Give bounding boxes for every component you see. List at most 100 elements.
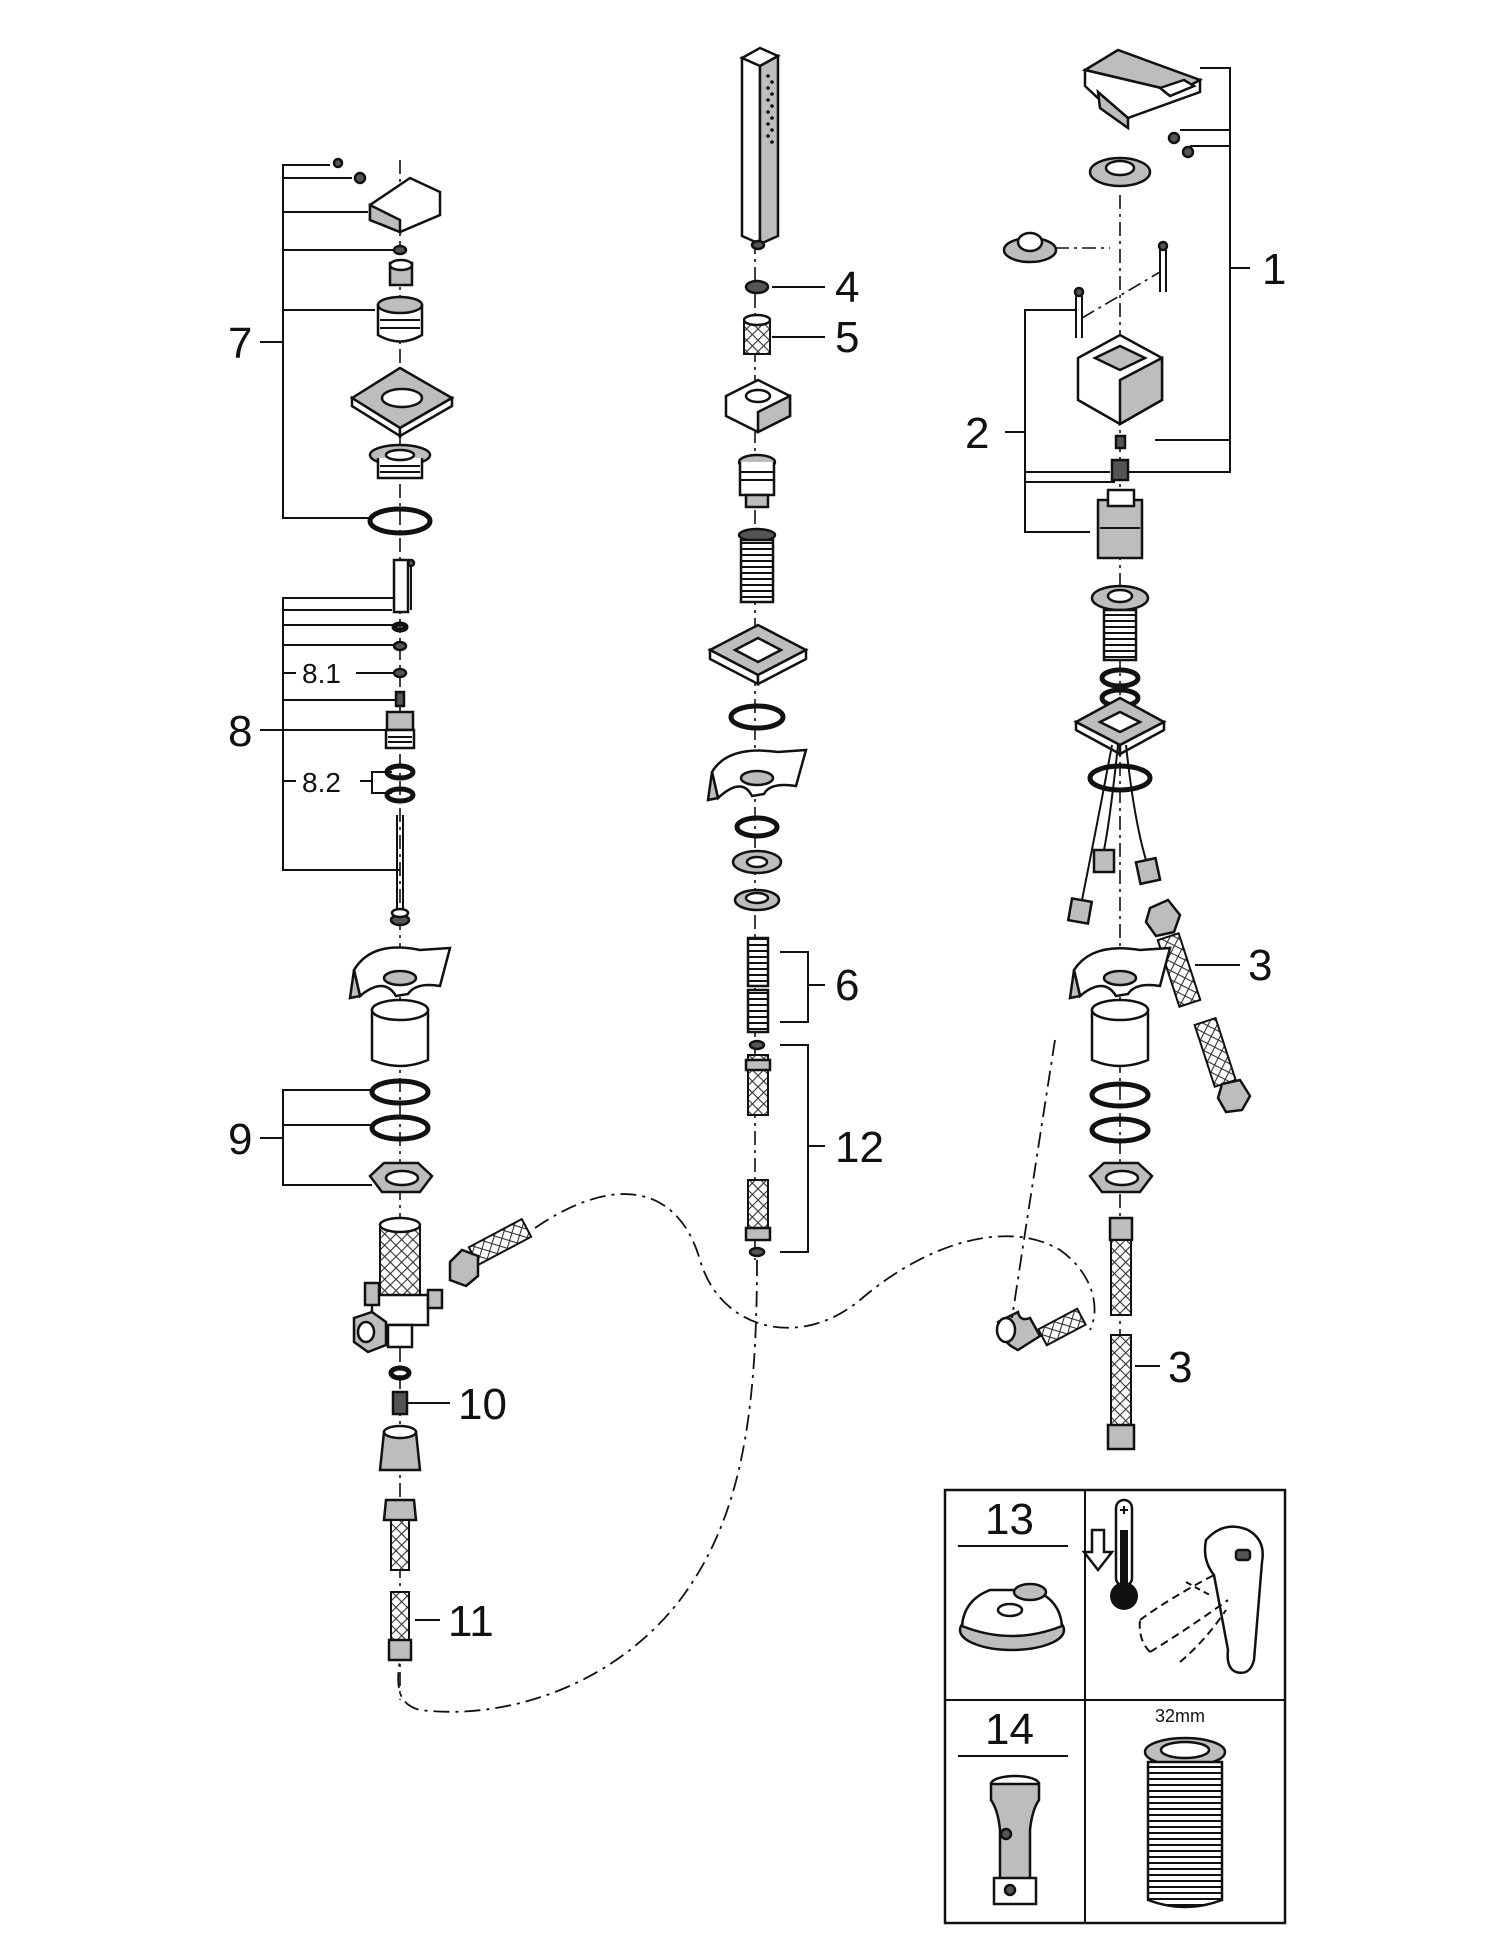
hex-nut bbox=[368, 1161, 434, 1194]
flexible-hose-3a bbox=[1144, 898, 1252, 1114]
small-o-ring bbox=[391, 621, 409, 633]
middle-assembly bbox=[706, 46, 825, 1260]
callout-3b: 3 bbox=[1168, 1343, 1192, 1392]
mixer-cartridge bbox=[1096, 488, 1144, 560]
bracket-12 bbox=[780, 1044, 809, 1253]
shower-filter-5 bbox=[742, 313, 772, 355]
callout-12: 12 bbox=[835, 1123, 884, 1172]
callout-labels: 1 2 3 3 4 5 6 7 8 8.1 8.2 9 10 11 12 bbox=[228, 245, 1286, 1646]
spacer-sleeve bbox=[370, 998, 430, 1068]
square-cap-body bbox=[1076, 333, 1164, 427]
o-ring bbox=[388, 1365, 412, 1381]
flexible-hose-11 bbox=[382, 1498, 440, 1662]
hose-weight-12 bbox=[744, 1039, 772, 1258]
o-ring-large bbox=[728, 703, 786, 731]
callout-4: 4 bbox=[835, 263, 859, 312]
bracket-2 bbox=[1005, 309, 1115, 533]
left-assembly bbox=[260, 157, 533, 1700]
o-ring bbox=[384, 763, 416, 781]
panel-cell-32mm: 32mm bbox=[1143, 1706, 1227, 1909]
threaded-bush bbox=[368, 443, 432, 480]
temperature-limiter-part bbox=[958, 1582, 1066, 1652]
elbow-connector bbox=[995, 1307, 1088, 1352]
cartridge-stem bbox=[1110, 458, 1130, 482]
cartridge-housing bbox=[1090, 584, 1150, 662]
shower-nozzles bbox=[766, 74, 774, 144]
callout-7: 7 bbox=[228, 319, 252, 368]
hex-nut bbox=[1088, 1161, 1154, 1194]
callout-9: 9 bbox=[228, 1115, 252, 1164]
callout-8-2: 8.2 bbox=[302, 767, 341, 798]
o-ring-large bbox=[1087, 763, 1153, 793]
callout-14: 14 bbox=[985, 1705, 1034, 1754]
accessory-panel: 13 bbox=[943, 1488, 1287, 1925]
square-escutcheon bbox=[349, 366, 455, 439]
grub-screw bbox=[353, 171, 367, 185]
washer bbox=[1089, 1116, 1151, 1144]
handle-adapter bbox=[376, 295, 424, 343]
square-nut bbox=[724, 378, 792, 435]
check-valve bbox=[391, 1390, 450, 1416]
small-o-ring bbox=[392, 244, 408, 256]
callout-6: 6 bbox=[835, 961, 859, 1010]
temperature-limiter bbox=[1002, 231, 1110, 264]
right-assembly bbox=[995, 48, 1252, 1451]
dashed-link-elbow bbox=[1011, 1039, 1056, 1319]
shower-hose-path bbox=[397, 1193, 1096, 1713]
callout-10: 10 bbox=[458, 1380, 507, 1429]
panel-cell-14: 14 bbox=[958, 1705, 1068, 1906]
diverter-pin bbox=[392, 558, 416, 614]
hose-guide-springs-6 bbox=[746, 936, 770, 1034]
spring bbox=[394, 690, 406, 708]
callout-5: 5 bbox=[835, 313, 859, 362]
washer bbox=[1089, 1081, 1151, 1109]
callout-1: 1 bbox=[1262, 245, 1286, 294]
panel-cell-temperature bbox=[1081, 1498, 1264, 1674]
union-nut bbox=[378, 1424, 422, 1472]
small-screw bbox=[1114, 434, 1127, 450]
hose-connector bbox=[448, 1217, 533, 1288]
deck-section bbox=[706, 748, 808, 802]
thermometer-icon bbox=[1110, 1498, 1138, 1610]
o-ring bbox=[384, 786, 416, 804]
flexible-hose-3b bbox=[1106, 1216, 1160, 1451]
callout-8-1: 8.1 bbox=[302, 658, 341, 689]
extension-piece bbox=[989, 1774, 1041, 1906]
small-washer bbox=[392, 667, 408, 679]
arrow-down-icon bbox=[1081, 1528, 1115, 1573]
square-handle-cap bbox=[368, 176, 442, 234]
shower-washer-4 bbox=[744, 279, 770, 295]
hose-adapter bbox=[737, 453, 777, 509]
small-washer bbox=[392, 640, 408, 652]
bracket-8 bbox=[260, 597, 400, 871]
supply-tails bbox=[1066, 744, 1162, 926]
lever-handle-icon bbox=[1138, 1525, 1264, 1674]
long-spindle bbox=[389, 815, 411, 927]
spacer-sleeve bbox=[1090, 998, 1150, 1068]
threaded-extension bbox=[1143, 1736, 1227, 1909]
lock-nut bbox=[733, 888, 781, 912]
callout-11: 11 bbox=[448, 1597, 494, 1646]
callout-3a: 3 bbox=[1248, 941, 1272, 990]
grub-screw bbox=[332, 157, 344, 169]
washer bbox=[369, 1114, 431, 1142]
callout-13: 13 bbox=[985, 1495, 1034, 1544]
size-label-32mm: 32mm bbox=[1155, 1706, 1205, 1726]
deck-section bbox=[1068, 946, 1172, 1000]
washer bbox=[731, 849, 783, 875]
panel-cell-13: 13 bbox=[958, 1495, 1068, 1652]
handle-cover bbox=[1088, 156, 1152, 188]
square-deck-plate bbox=[1073, 696, 1167, 757]
washer bbox=[369, 1078, 431, 1106]
o-ring bbox=[1099, 667, 1141, 689]
o-ring-large bbox=[367, 506, 433, 536]
bracket-7 bbox=[260, 164, 395, 519]
fixing-bolts bbox=[1073, 240, 1169, 338]
callout-2: 2 bbox=[965, 409, 989, 458]
threaded-shank bbox=[737, 527, 777, 604]
square-deck-plate bbox=[707, 623, 809, 687]
hand-shower bbox=[739, 46, 781, 251]
bracket-9 bbox=[260, 1089, 372, 1186]
grub-screw bbox=[1181, 145, 1195, 159]
